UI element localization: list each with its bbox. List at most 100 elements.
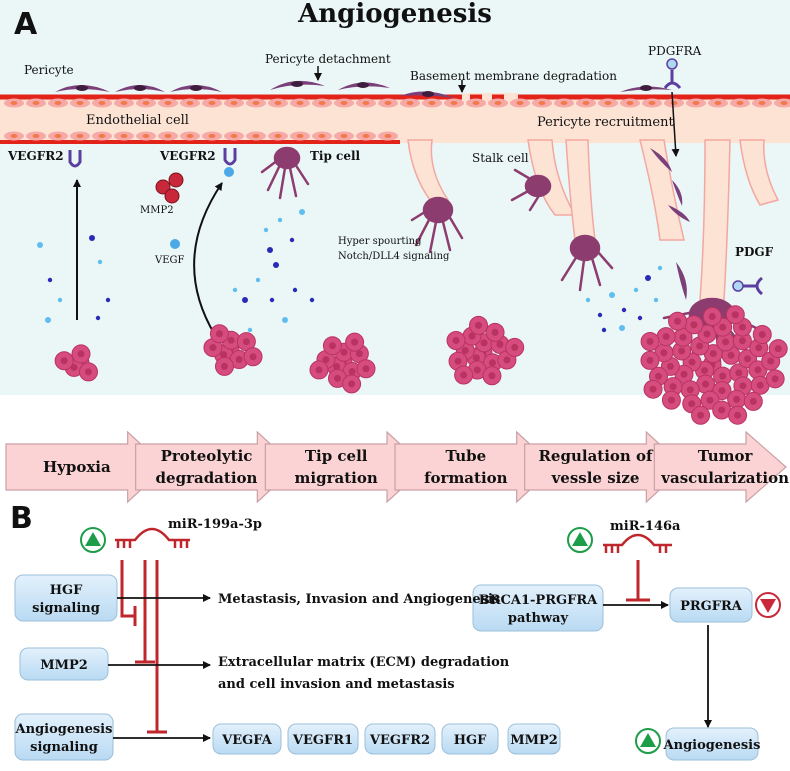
tumor-nucleus (654, 372, 662, 380)
vegf-dot (645, 275, 651, 281)
tumor-nucleus (355, 350, 363, 358)
tumor-nucleus (340, 348, 348, 356)
tumor-nucleus (348, 368, 356, 376)
tumor-nucleus (480, 339, 488, 347)
stage-label: formation (424, 469, 508, 487)
tumor-nucleus (461, 346, 469, 354)
tumor-nucleus (475, 321, 483, 329)
target-mmp2-box-label: MMP2 (510, 733, 558, 748)
tumor-nucleus (215, 330, 223, 338)
vegf-dot (47, 277, 53, 283)
tumor-nucleus (738, 323, 746, 331)
tumor-nucleus (686, 386, 694, 394)
tumor-nucleus (328, 342, 336, 350)
vegf-dot (289, 237, 295, 243)
vegf-dot (267, 247, 273, 253)
endothelial-nucleus (54, 134, 62, 138)
endothelial-nucleus (274, 134, 282, 138)
stalk-cell-label: Stalk cell (472, 151, 529, 165)
vegf-dot (273, 262, 279, 268)
notch-dll4-label: Notch/DLL4 signaling (338, 251, 450, 262)
tumor-nucleus (680, 370, 688, 378)
target-hgf-box-label: HGF (454, 733, 487, 748)
tumor-nucleus (755, 344, 763, 352)
tumor-nucleus (84, 368, 92, 376)
mirna-left-label: miR-199a-3p (168, 517, 262, 532)
tumor-nucleus (348, 380, 356, 388)
vegf-dot (37, 242, 43, 248)
panel-b-label: B (10, 501, 33, 536)
tumor-nucleus (744, 355, 752, 363)
endothelial-nucleus (362, 101, 370, 105)
tumor-nucleus (660, 349, 668, 357)
metastasis-text: Metastasis, Invasion and Angiogenesis (218, 592, 500, 607)
endothelial-nucleus (274, 101, 282, 105)
angiogenesis-output-box-label: Angiogenesis (663, 738, 761, 753)
endothelial-nucleus (582, 101, 590, 105)
endothelial-nucleus (494, 101, 502, 105)
vegfr2-left-label: VEGFR2 (7, 149, 64, 163)
tumor-nucleus (735, 369, 743, 377)
vegf-dot (601, 327, 607, 333)
vegf-label: VEGF (154, 255, 185, 266)
vegf-dot (45, 317, 51, 323)
target-vegfr1-box-label: VEGFR1 (292, 733, 353, 748)
vegf-dot (89, 235, 95, 241)
endothelial-nucleus (758, 101, 766, 105)
endothelial-nucleus (340, 101, 348, 105)
endothelial-nucleus (98, 134, 106, 138)
proteolysis-arrow (193, 182, 223, 336)
mmp2-label: MMP2 (140, 205, 174, 216)
ecm-text-1: Extracellular matrix (ECM) degradation (218, 655, 510, 670)
tumor-nucleus (708, 313, 716, 321)
tip-cell-label: Tip cell (310, 149, 361, 163)
endothelial-nucleus (296, 134, 304, 138)
tumor-nucleus (491, 328, 499, 336)
tumor-nucleus (697, 411, 705, 419)
vegf-dot (247, 327, 253, 333)
tumor-nucleus (679, 333, 687, 341)
vegf-dot (299, 209, 305, 215)
tumor-nucleus (678, 347, 686, 355)
tumor-nucleus (488, 359, 496, 367)
tumor-nucleus (706, 396, 714, 404)
panel-a-label: A (14, 7, 38, 42)
vegf-dot (282, 317, 288, 323)
tumor-nucleus (731, 311, 739, 319)
endothelial-nucleus (296, 101, 304, 105)
endothelial-nucleus (142, 134, 150, 138)
target-mmp2-box: MMP2 (507, 723, 561, 755)
endothelial-nucleus (186, 101, 194, 105)
mirna-hairpin-right (603, 533, 672, 553)
tumor-nucleus (362, 365, 370, 373)
endothelial-nucleus (230, 134, 238, 138)
tumor-nucleus (220, 351, 228, 359)
endothelial-nucleus (208, 134, 216, 138)
tumor-nucleus (460, 371, 468, 379)
tumor-nucleus (696, 342, 704, 350)
vegf-dots (37, 209, 663, 333)
tumor-nucleus (315, 366, 323, 374)
target-mmp2-box-bg (507, 723, 561, 755)
mmp2-molecules (155, 172, 184, 204)
endothelial-nucleus (538, 101, 546, 105)
stage-label: degradation (156, 469, 258, 487)
endothelial-cell-label: Endothelial cell (86, 113, 189, 128)
endothelial-nucleus (120, 101, 128, 105)
tumor-nucleus (452, 336, 460, 344)
tumor-nucleus (719, 323, 727, 331)
tumor-nucleus (511, 343, 519, 351)
vegf-dot (277, 217, 283, 223)
endothelial-nucleus (252, 101, 260, 105)
recruited-pericytes (650, 148, 690, 300)
recruitment-arrow (671, 91, 680, 157)
endothelial-nucleus (54, 101, 62, 105)
tumor-nucleus (488, 372, 496, 380)
vegf-dot (309, 297, 315, 303)
target-vegfa-box: VEGFA (212, 723, 282, 755)
vegf-dot (585, 297, 591, 303)
tumor-nucleus (220, 362, 228, 370)
